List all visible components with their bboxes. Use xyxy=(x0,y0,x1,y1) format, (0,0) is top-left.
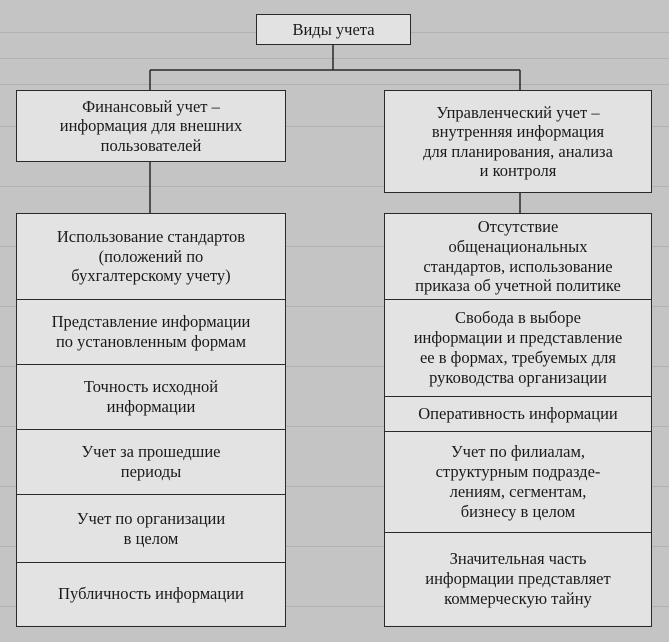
list-item: Публичность информации xyxy=(17,563,285,625)
background-line xyxy=(0,426,669,427)
background-line xyxy=(0,366,669,367)
root-box: Виды учета xyxy=(256,14,411,45)
financial-item-text: Использование стандартов (положений по б… xyxy=(56,226,246,286)
background-line xyxy=(0,84,669,85)
management-accounting-header: Управленческий учет – внутренняя информа… xyxy=(384,90,652,193)
row-divider xyxy=(385,299,651,300)
management-item-text: Отсутствие общенациональных стандартов, … xyxy=(415,216,621,296)
management-item-text: Учет по филиалам, структурным подразде- … xyxy=(435,442,601,521)
row-divider xyxy=(17,562,285,563)
row-divider xyxy=(385,431,651,432)
management-header-text: Управленческий учет – внутренняя информа… xyxy=(423,102,613,180)
management-item-text: Оперативность информации xyxy=(418,404,618,424)
background-line xyxy=(0,246,669,247)
management-item-text: Значительная часть информации представля… xyxy=(425,549,611,608)
list-item: Учет за прошедшие периоды xyxy=(17,430,285,494)
background-line xyxy=(0,58,669,59)
background-line xyxy=(0,186,669,187)
background-line xyxy=(0,486,669,487)
root-title: Виды учета xyxy=(292,19,375,39)
list-item: Представление информации по установленны… xyxy=(17,300,285,364)
row-divider xyxy=(17,429,285,430)
financial-accounting-column: Использование стандартов (положений по б… xyxy=(16,213,286,627)
financial-item-text: Учет по организации в целом xyxy=(76,508,226,548)
background-line xyxy=(0,126,669,127)
list-item: Учет по филиалам, структурным подразде- … xyxy=(385,432,651,532)
financial-item-text: Точность исходной информации xyxy=(83,377,219,416)
row-divider xyxy=(17,494,285,495)
financial-item-text: Публичность информации xyxy=(58,584,244,604)
row-divider xyxy=(17,364,285,365)
list-item: Свобода в выборе информации и представле… xyxy=(385,300,651,396)
list-item: Точность исходной информации xyxy=(17,365,285,429)
financial-header-text: Финансовый учет – информация для внешних… xyxy=(59,96,243,155)
financial-item-text: Представление информации по установленны… xyxy=(51,312,251,351)
list-item: Оперативность информации xyxy=(385,397,651,431)
management-item-text: Свобода в выборе информации и представле… xyxy=(413,308,623,387)
background-line xyxy=(0,546,669,547)
background-line xyxy=(0,306,669,307)
list-item: Отсутствие общенациональных стандартов, … xyxy=(385,214,651,299)
row-divider xyxy=(385,396,651,397)
row-divider xyxy=(385,532,651,533)
financial-accounting-header: Финансовый учет – информация для внешних… xyxy=(16,90,286,162)
list-item: Использование стандартов (положений по б… xyxy=(17,214,285,299)
list-item: Учет по организации в целом xyxy=(17,495,285,562)
list-item: Значительная часть информации представля… xyxy=(385,533,651,625)
background-line xyxy=(0,606,669,607)
management-accounting-column: Отсутствие общенациональных стандартов, … xyxy=(384,213,652,627)
financial-item-text: Учет за прошедшие периоды xyxy=(81,442,221,481)
row-divider xyxy=(17,299,285,300)
